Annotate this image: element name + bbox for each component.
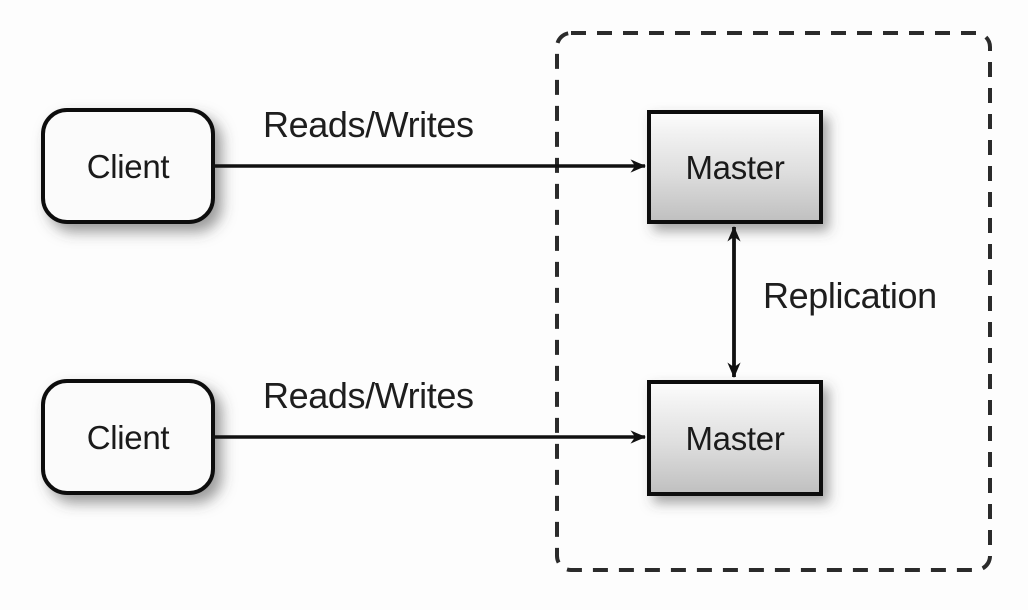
node-client-bottom[interactable] <box>41 379 215 495</box>
master-top-shape <box>647 110 823 224</box>
master-bottom-shape <box>647 380 823 496</box>
node-master-bottom[interactable] <box>647 380 823 496</box>
client-top-shape <box>41 108 215 224</box>
edge-label-reads-writes-bottom: Reads/Writes <box>263 375 474 416</box>
client-bottom-shape <box>41 379 215 495</box>
replication-cluster-boundary <box>555 31 992 572</box>
edge-label-replication: Replication <box>763 275 937 316</box>
node-master-top[interactable] <box>647 110 823 224</box>
node-client-top[interactable] <box>41 108 215 224</box>
edge-label-reads-writes-top: Reads/Writes <box>263 104 474 145</box>
